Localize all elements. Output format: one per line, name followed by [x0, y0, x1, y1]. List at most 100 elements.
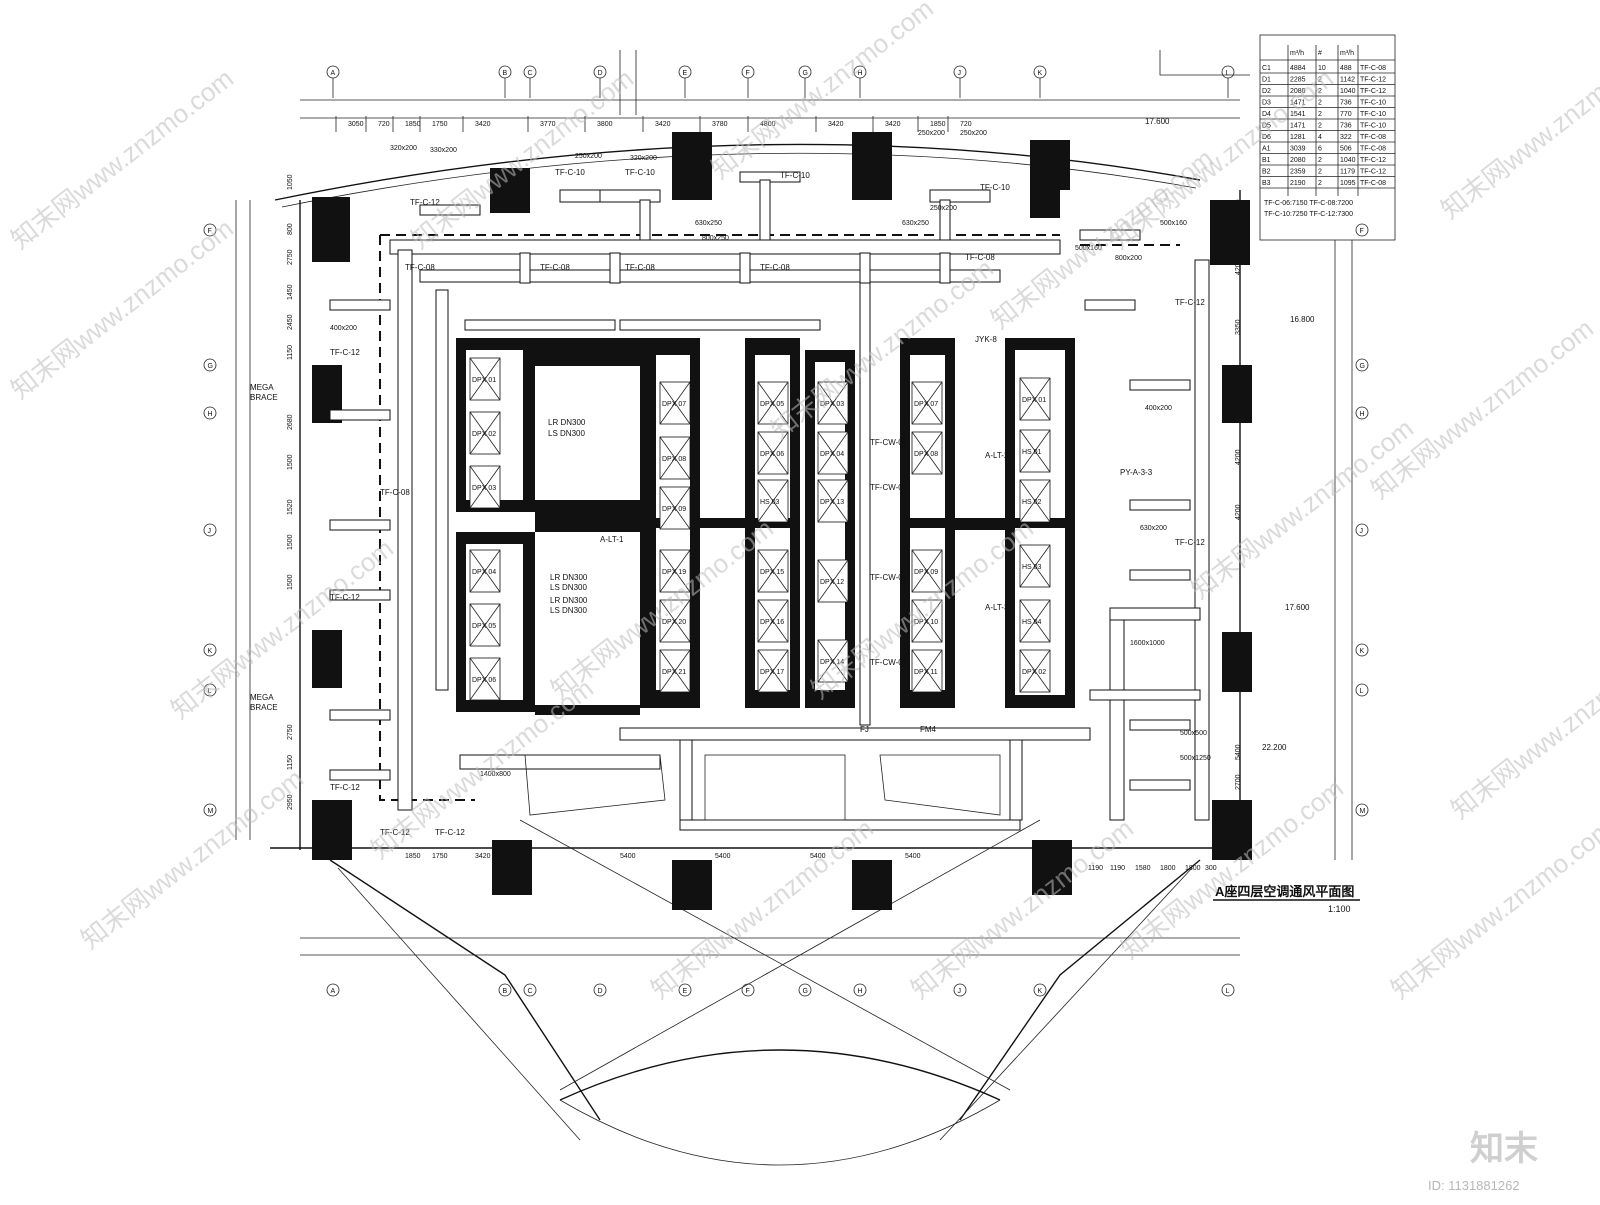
cell-diagonal: [659, 599, 691, 643]
shaft-label-jyk: JYK-8: [975, 335, 997, 344]
unit-tag: TF-C-08: [405, 263, 435, 272]
schedule-cell: 506: [1340, 146, 1352, 153]
grid-bubble-label: F: [1360, 228, 1364, 235]
grid-bubble-label: C: [528, 988, 533, 995]
dim-top-label: 3420: [828, 121, 844, 128]
drawing-scale: 1:100: [1328, 904, 1351, 914]
cell-diagonal: [1019, 544, 1051, 588]
duct-size: 320x200: [630, 155, 657, 162]
duct-size: 800x200: [1115, 255, 1142, 262]
unit-tag: TF-C-12: [380, 828, 410, 837]
room-code: DPX 09: [662, 506, 686, 513]
dim-right-label: 3350: [1235, 319, 1242, 335]
dim-top-label: 720: [378, 121, 390, 128]
schedule-cell: TF-C-12: [1360, 169, 1386, 176]
elevation-label: 17.600: [1145, 117, 1170, 126]
schedule-cell: TF-C-10: [1360, 111, 1386, 118]
cell-diagonal: [911, 599, 943, 643]
schedule-cell: TF-C-10: [1360, 100, 1386, 107]
grid-bubble-label: H: [858, 70, 863, 77]
dim-bottom-right-label: 1190: [1088, 865, 1103, 872]
schedule-cell: B1: [1262, 157, 1271, 164]
duct-size: 250x200: [575, 153, 602, 160]
grid-bubble: [953, 983, 967, 997]
duct-size: 400x200: [1145, 405, 1172, 412]
pipe-label-lr-3: LR DN300: [550, 596, 588, 605]
cell-diagonal: [1019, 649, 1051, 693]
cell-diagonal: [817, 431, 849, 475]
grid-bubble: [1221, 983, 1235, 997]
room-code: DPX 12: [820, 579, 844, 586]
unit-tag: TF-C-10: [780, 171, 810, 180]
elevation-label-2: 16.800: [1290, 315, 1315, 324]
duct-size: 1400x800: [480, 771, 511, 778]
watermark-text: 知末网www.znzmo.com: [705, 0, 939, 185]
brand-logo-text: 知末: [1470, 1130, 1538, 1168]
unit-tag: TF-C-08: [380, 488, 410, 497]
pipe-label-lr: LR DN300: [548, 418, 586, 427]
schedule-cell: 770: [1340, 111, 1352, 118]
grid-bubble-label: L: [208, 688, 212, 695]
duct-size: 500x160: [1160, 220, 1187, 227]
grid-bubble-label: J: [958, 988, 962, 995]
pipe-label-ls: LS DN300: [548, 429, 585, 438]
right-dimension-texts: 374042003350500042004200360054002700: [1235, 199, 1242, 790]
schedule-cell: 2359: [1290, 169, 1306, 176]
room-code: DPX 20: [662, 619, 686, 626]
grid-bubble-label: A: [331, 70, 336, 77]
schedule-header: #: [1318, 50, 1322, 57]
grid-bubble-label: G: [1360, 363, 1365, 370]
duct-size: 330x200: [430, 147, 457, 154]
mega-brace-label-line2: BRACE: [250, 393, 278, 402]
schedule-cell: 3039: [1290, 146, 1306, 153]
cell-diagonal: [659, 381, 691, 425]
room-code: HS 03: [760, 499, 780, 506]
schedule-cell: 4884: [1290, 65, 1306, 72]
schedule-note: TF-C-06:7150 TF-C-08:7200: [1264, 200, 1353, 207]
pipe-label-ls-2: LS DN300: [550, 583, 587, 592]
dimension-frame: [235, 99, 1353, 956]
schedule-cell: 2: [1318, 100, 1322, 107]
riser-label-alt2: A-LT-2: [985, 451, 1009, 460]
schedule-cell: 2190: [1290, 180, 1306, 187]
schedule-header: m³/h: [1340, 50, 1354, 57]
dim-left-label: 2950: [287, 794, 294, 810]
schedule-cell: 2: [1318, 157, 1322, 164]
unit-tag: TF-C-08: [760, 263, 790, 272]
room-code: HS 04: [1022, 619, 1042, 626]
room-code: DPX 10: [914, 619, 938, 626]
structural-columns: [312, 132, 1252, 910]
dim-bottom-right-label: 1580: [1135, 865, 1151, 872]
room-code: DPX 03: [472, 485, 496, 492]
grid-bubble-label: L: [1226, 988, 1230, 995]
watermark-text: 知末网www.znzmo.com: [905, 813, 1139, 1005]
schedule-cell: D3: [1262, 100, 1271, 107]
schedule-cell: 2: [1318, 111, 1322, 118]
dim-right-label: 4200: [1235, 504, 1242, 520]
unit-tag: TF-C-12: [435, 828, 465, 837]
dim-left-label: 1500: [287, 574, 294, 590]
cell-diagonal: [469, 603, 501, 647]
grid-bubble-label: H: [208, 411, 213, 418]
room-code: DPX 19: [662, 569, 686, 576]
room-code: DPX 16: [760, 619, 784, 626]
duct-size: 500x1250: [1180, 755, 1211, 762]
dim-top-label: 3800: [597, 121, 613, 128]
grid-bubble-label: J: [1360, 528, 1364, 535]
unit-tag: TF-C-12: [330, 783, 360, 792]
schedule-cell: TF-C-12: [1360, 77, 1386, 84]
cell-diagonal: [469, 549, 501, 593]
dim-left-label: 1520: [287, 499, 294, 515]
schedule-cell: C1: [1262, 65, 1271, 72]
grid-bubble-label: H: [858, 988, 863, 995]
schedule-cell: B2: [1262, 169, 1271, 176]
cell-diagonal: [757, 599, 789, 643]
watermark-text: 知末网www.znzmo.com: [1385, 813, 1600, 1005]
grid-bubble-label: M: [1360, 808, 1366, 815]
pipe-label-ls-3: LS DN300: [550, 606, 587, 615]
schedule-cell: TF-C-12: [1360, 88, 1386, 95]
schedule-cell: 2: [1318, 88, 1322, 95]
grid-bubble-label: F: [208, 228, 212, 235]
